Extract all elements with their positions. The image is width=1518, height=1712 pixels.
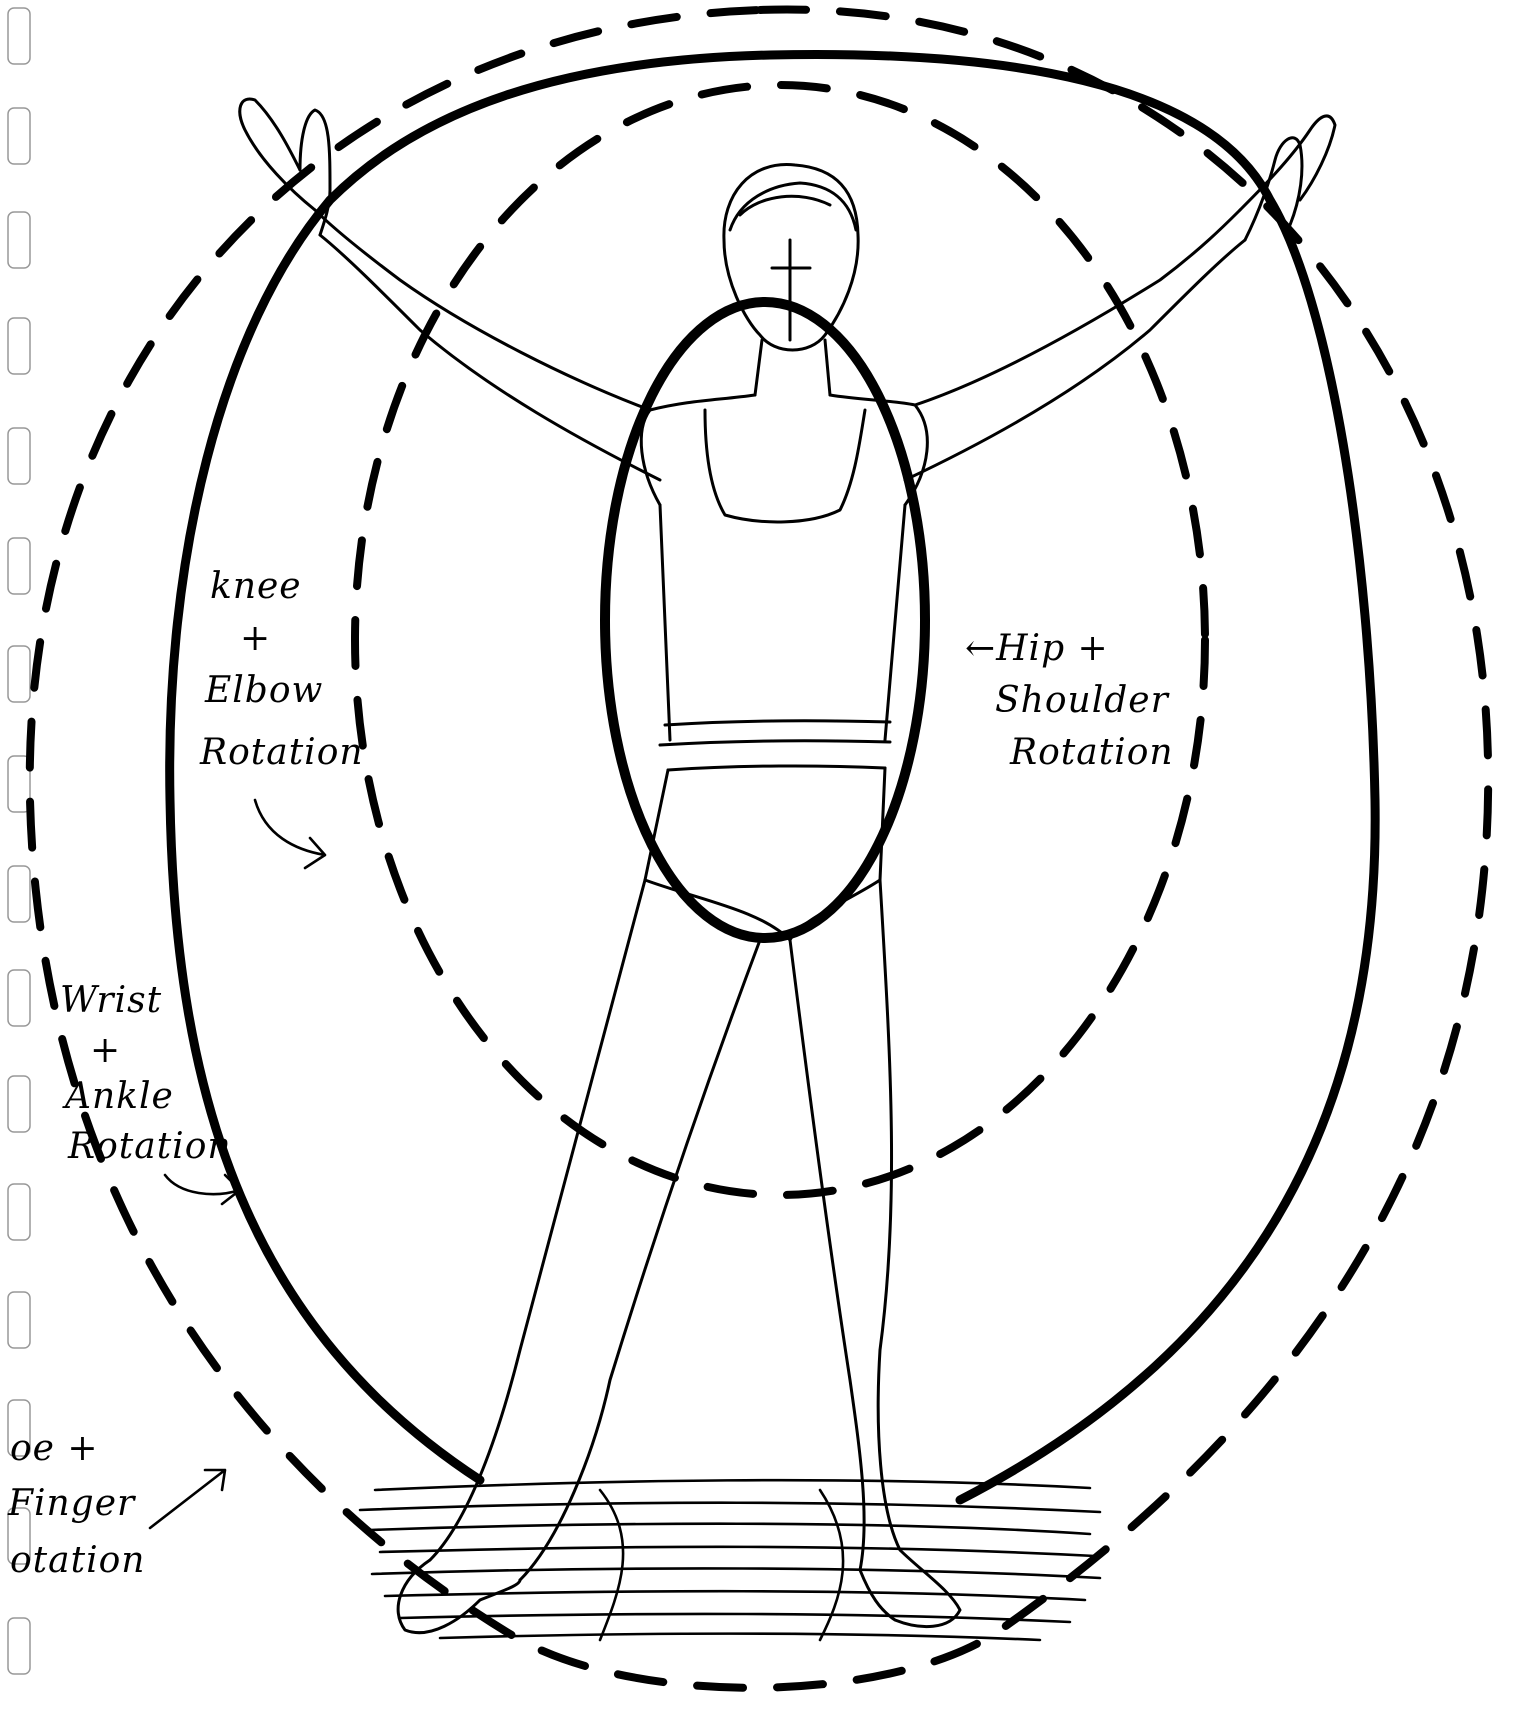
label-knee-elbow-line3: Elbow: [204, 670, 323, 711]
binder-holes: [8, 8, 30, 1674]
toe-finger-rotation-ring: [30, 10, 1488, 1688]
label-wrist-ankle-line2: +: [90, 1030, 121, 1071]
label-wrist-ankle-line1: Wrist: [60, 980, 162, 1021]
label-knee-elbow-line1: knee: [210, 566, 302, 607]
label-toe-finger-line2: Finger: [7, 1483, 136, 1524]
floor-shading: [360, 1480, 1100, 1640]
human-figure: [240, 99, 1335, 1633]
label-toe-finger-line1: oe +: [10, 1428, 99, 1469]
label-knee-elbow-line4: Rotation: [199, 732, 364, 773]
label-knee-elbow: knee + Elbow Rotation: [199, 566, 364, 868]
label-wrist-ankle-line3: Ankle: [62, 1076, 174, 1117]
label-hip-shoulder-line2: Shoulder: [995, 680, 1170, 721]
label-wrist-ankle-line4: Rotation: [67, 1126, 232, 1167]
label-knee-elbow-line2: +: [240, 618, 271, 659]
label-toe-finger: oe + Finger otation: [7, 1428, 225, 1581]
label-toe-finger-line3: otation: [10, 1540, 145, 1581]
label-hip-shoulder-line3: Rotation: [1009, 732, 1174, 773]
label-hip-shoulder: ←Hip + Shoulder Rotation: [965, 628, 1174, 773]
wrist-ankle-rotation-ring: [170, 54, 1375, 1500]
arrow-toe-finger: [150, 1470, 225, 1528]
arrow-knee-elbow: [255, 800, 325, 868]
label-hip-shoulder-line1: ←Hip +: [965, 628, 1109, 669]
arrow-wrist-ankle: [165, 1175, 240, 1204]
label-wrist-ankle: Wrist + Ankle Rotation: [60, 980, 240, 1204]
